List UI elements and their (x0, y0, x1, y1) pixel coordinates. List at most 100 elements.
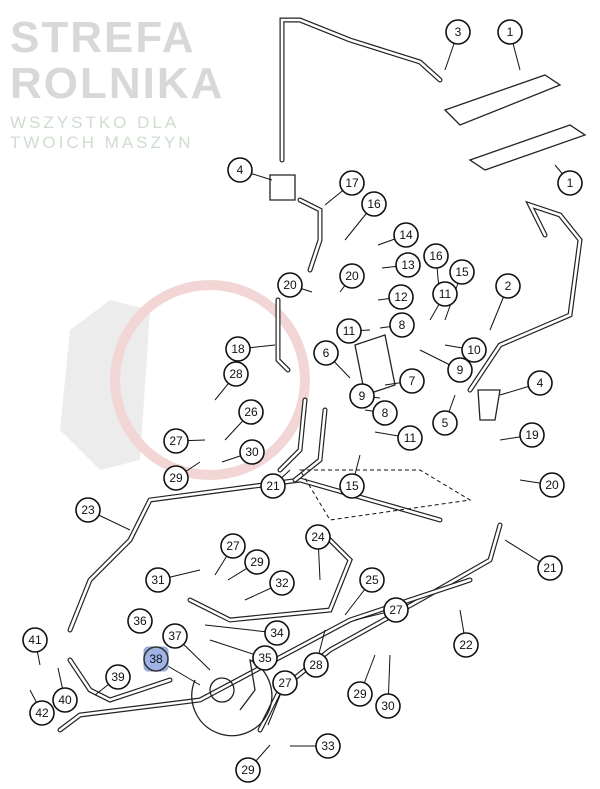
callout-number: 28 (309, 658, 323, 672)
callout-12[interactable]: 12 (388, 284, 414, 310)
callout-34[interactable]: 34 (264, 620, 290, 646)
callout-19[interactable]: 19 (519, 422, 545, 448)
callout-15[interactable]: 15 (449, 259, 475, 285)
callout-number: 7 (409, 374, 416, 388)
callout-30[interactable]: 30 (239, 439, 265, 465)
callout-number: 29 (169, 471, 183, 485)
callout-circle (313, 340, 339, 366)
callout-circle (461, 337, 487, 363)
callout-16[interactable]: 16 (423, 243, 449, 269)
callout-27[interactable]: 27 (220, 533, 246, 559)
callout-circle (359, 567, 385, 593)
callout-29[interactable]: 29 (244, 549, 270, 575)
callout-circle (75, 497, 101, 523)
callout-20[interactable]: 20 (339, 263, 365, 289)
callout-circle (143, 646, 169, 672)
callout-24[interactable]: 24 (305, 524, 331, 550)
callout-21[interactable]: 21 (260, 473, 286, 499)
callout-number: 20 (283, 278, 297, 292)
callout-26[interactable]: 26 (238, 399, 264, 425)
callout-number: 4 (537, 376, 544, 390)
callout-circle (399, 368, 425, 394)
callout-11[interactable]: 11 (432, 281, 458, 307)
callout-7[interactable]: 7 (399, 368, 425, 394)
callout-28[interactable]: 28 (303, 652, 329, 678)
callout-21[interactable]: 21 (537, 555, 563, 581)
callout-16[interactable]: 16 (361, 191, 387, 217)
callout-circle (397, 425, 423, 451)
callout-17[interactable]: 17 (339, 170, 365, 196)
callout-number: 14 (399, 228, 413, 242)
callout-32[interactable]: 32 (269, 570, 295, 596)
callout-4[interactable]: 4 (227, 157, 253, 183)
callout-number: 11 (439, 287, 452, 301)
callout-5[interactable]: 5 (432, 410, 458, 436)
callout-circle (235, 757, 261, 783)
callout-number: 37 (168, 629, 182, 643)
callout-37[interactable]: 37 (162, 623, 188, 649)
callout-36[interactable]: 36 (127, 608, 153, 634)
callout-circle (105, 664, 131, 690)
callout-13[interactable]: 13 (395, 252, 421, 278)
callout-number: 4 (237, 163, 244, 177)
callout-11[interactable]: 11 (397, 425, 423, 451)
callout-circle (223, 361, 249, 387)
callout-10[interactable]: 10 (461, 337, 487, 363)
callout-20[interactable]: 20 (277, 272, 303, 298)
callout-number: 30 (381, 699, 395, 713)
callout-circle (395, 252, 421, 278)
callout-6[interactable]: 6 (313, 340, 339, 366)
callout-circle (163, 428, 189, 454)
callout-number: 27 (226, 539, 240, 553)
callout-15[interactable]: 15 (339, 473, 365, 499)
callout-23[interactable]: 23 (75, 497, 101, 523)
callout-18[interactable]: 18 (225, 336, 251, 362)
callout-22[interactable]: 22 (453, 632, 479, 658)
callout-circle (336, 318, 362, 344)
callout-29[interactable]: 29 (347, 681, 373, 707)
callout-28[interactable]: 28 (223, 361, 249, 387)
callout-1[interactable]: 1 (557, 170, 583, 196)
callout-circle (372, 400, 398, 426)
callout-circle (389, 312, 415, 338)
callout-number: 11 (343, 324, 356, 338)
callout-number: 32 (275, 576, 289, 590)
callout-27[interactable]: 27 (383, 597, 409, 623)
callout-41[interactable]: 41 (22, 627, 48, 653)
callout-38[interactable]: 38 (143, 646, 169, 672)
callout-9[interactable]: 9 (447, 357, 473, 383)
callout-circle (557, 170, 583, 196)
callout-33[interactable]: 33 (315, 733, 341, 759)
callout-circle (277, 272, 303, 298)
callout-27[interactable]: 27 (163, 428, 189, 454)
callout-3[interactable]: 3 (445, 19, 471, 45)
callout-30[interactable]: 30 (375, 693, 401, 719)
callout-29[interactable]: 29 (163, 465, 189, 491)
watermark-tagline: WSZYSTKO DLA TWOICH MASZYN (10, 113, 194, 152)
callout-2[interactable]: 2 (495, 273, 521, 299)
callout-27[interactable]: 27 (272, 670, 298, 696)
callout-39[interactable]: 39 (105, 664, 131, 690)
callout-42[interactable]: 42 (29, 700, 55, 726)
callout-number: 19 (525, 428, 539, 442)
callout-circle (225, 336, 251, 362)
callout-4[interactable]: 4 (527, 370, 553, 396)
callout-8[interactable]: 8 (389, 312, 415, 338)
callout-31[interactable]: 31 (145, 567, 171, 593)
callout-8[interactable]: 8 (372, 400, 398, 426)
callout-circle (305, 524, 331, 550)
callout-29[interactable]: 29 (235, 757, 261, 783)
callout-35[interactable]: 35 (252, 645, 278, 671)
watermark-brand: STREFA ROLNIKA (10, 13, 225, 108)
callout-number: 34 (270, 626, 284, 640)
callout-40[interactable]: 40 (52, 687, 78, 713)
callout-1[interactable]: 1 (497, 19, 523, 45)
callout-number: 27 (389, 603, 403, 617)
callout-9[interactable]: 9 (349, 383, 375, 409)
callout-20[interactable]: 20 (539, 472, 565, 498)
callout-number: 10 (467, 343, 481, 357)
callout-25[interactable]: 25 (359, 567, 385, 593)
callout-11[interactable]: 11 (336, 318, 362, 344)
callout-14[interactable]: 14 (393, 222, 419, 248)
